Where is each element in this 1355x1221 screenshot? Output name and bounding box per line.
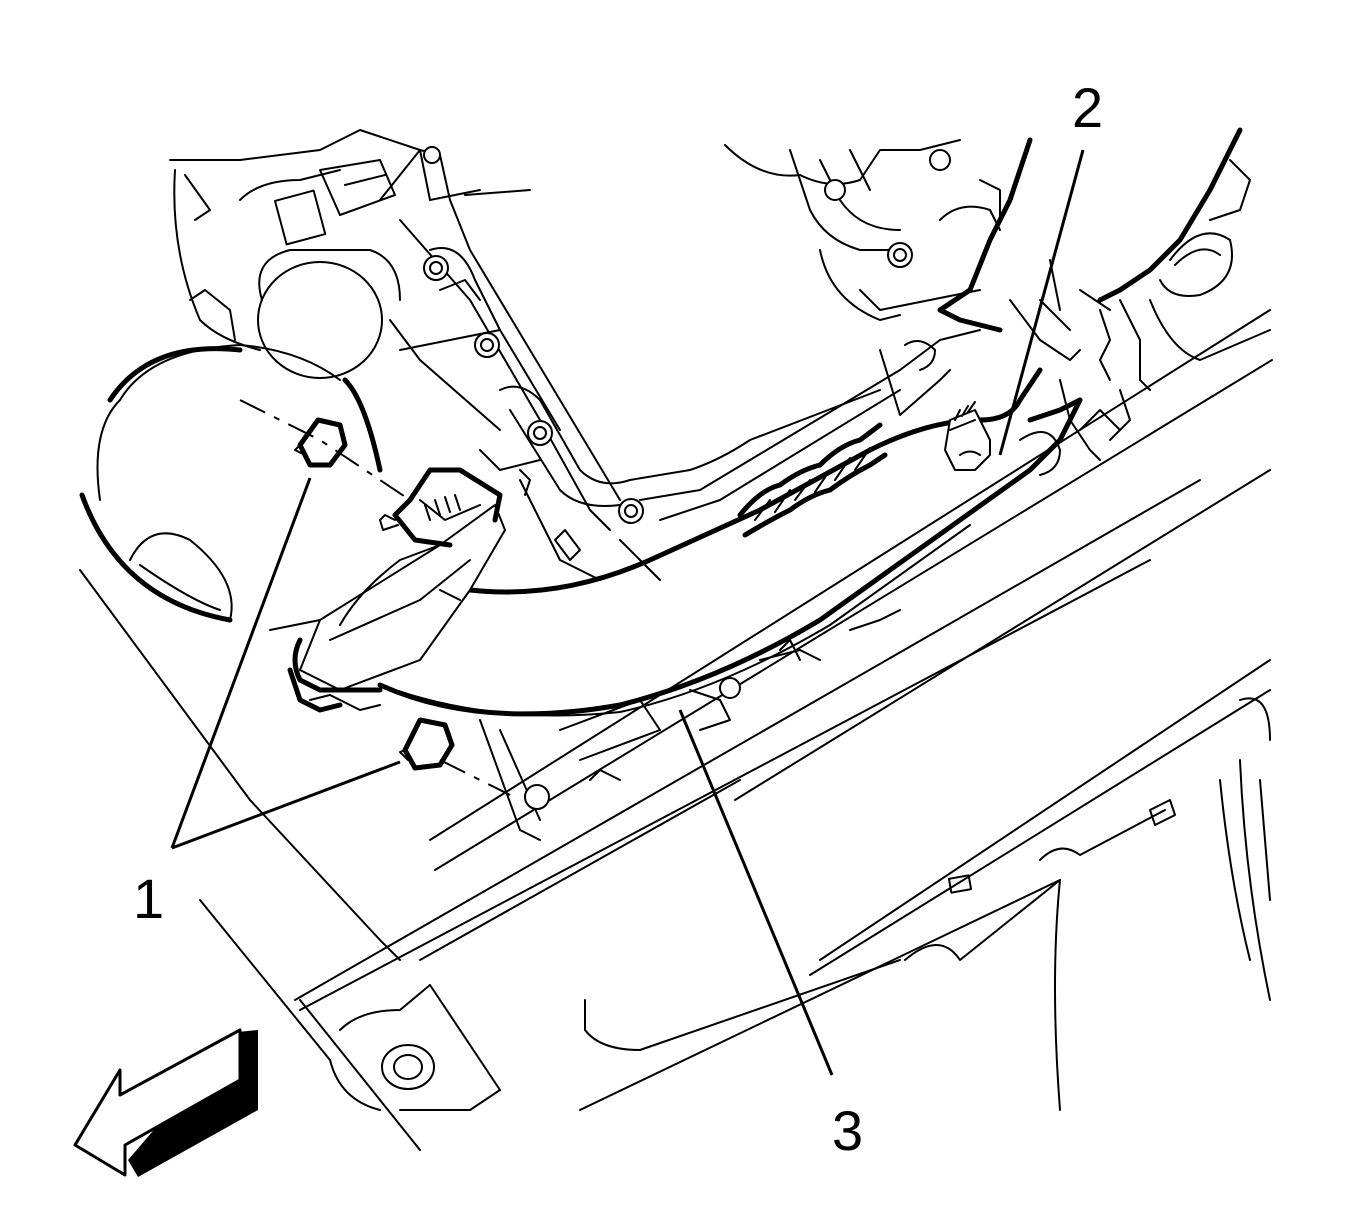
transmission-housing [79, 129, 541, 631]
fastener-lower [399, 717, 455, 771]
harness-connector [287, 467, 506, 713]
engine-block [724, 137, 1111, 416]
forward-direction-arrow-icon [73, 1028, 258, 1177]
engine-manifold [379, 146, 981, 581]
install-axis-lower [439, 759, 511, 796]
harness-bolt [944, 401, 991, 471]
frame-rail [294, 309, 1273, 1111]
leader-lines [170, 149, 1085, 1076]
callout-3: 3 [832, 1099, 863, 1162]
engine-block-right [1019, 127, 1271, 476]
install-axis-upper [239, 399, 411, 501]
callout-1: 1 [133, 867, 164, 930]
fastener-upper [294, 417, 348, 468]
wheel-well [947, 697, 1271, 1111]
floor-panel [79, 569, 501, 1151]
callout-2: 2 [1072, 76, 1103, 139]
lower-bracket [479, 539, 821, 841]
wiring-harness [377, 367, 1083, 717]
corrugated-conduit [737, 422, 888, 538]
